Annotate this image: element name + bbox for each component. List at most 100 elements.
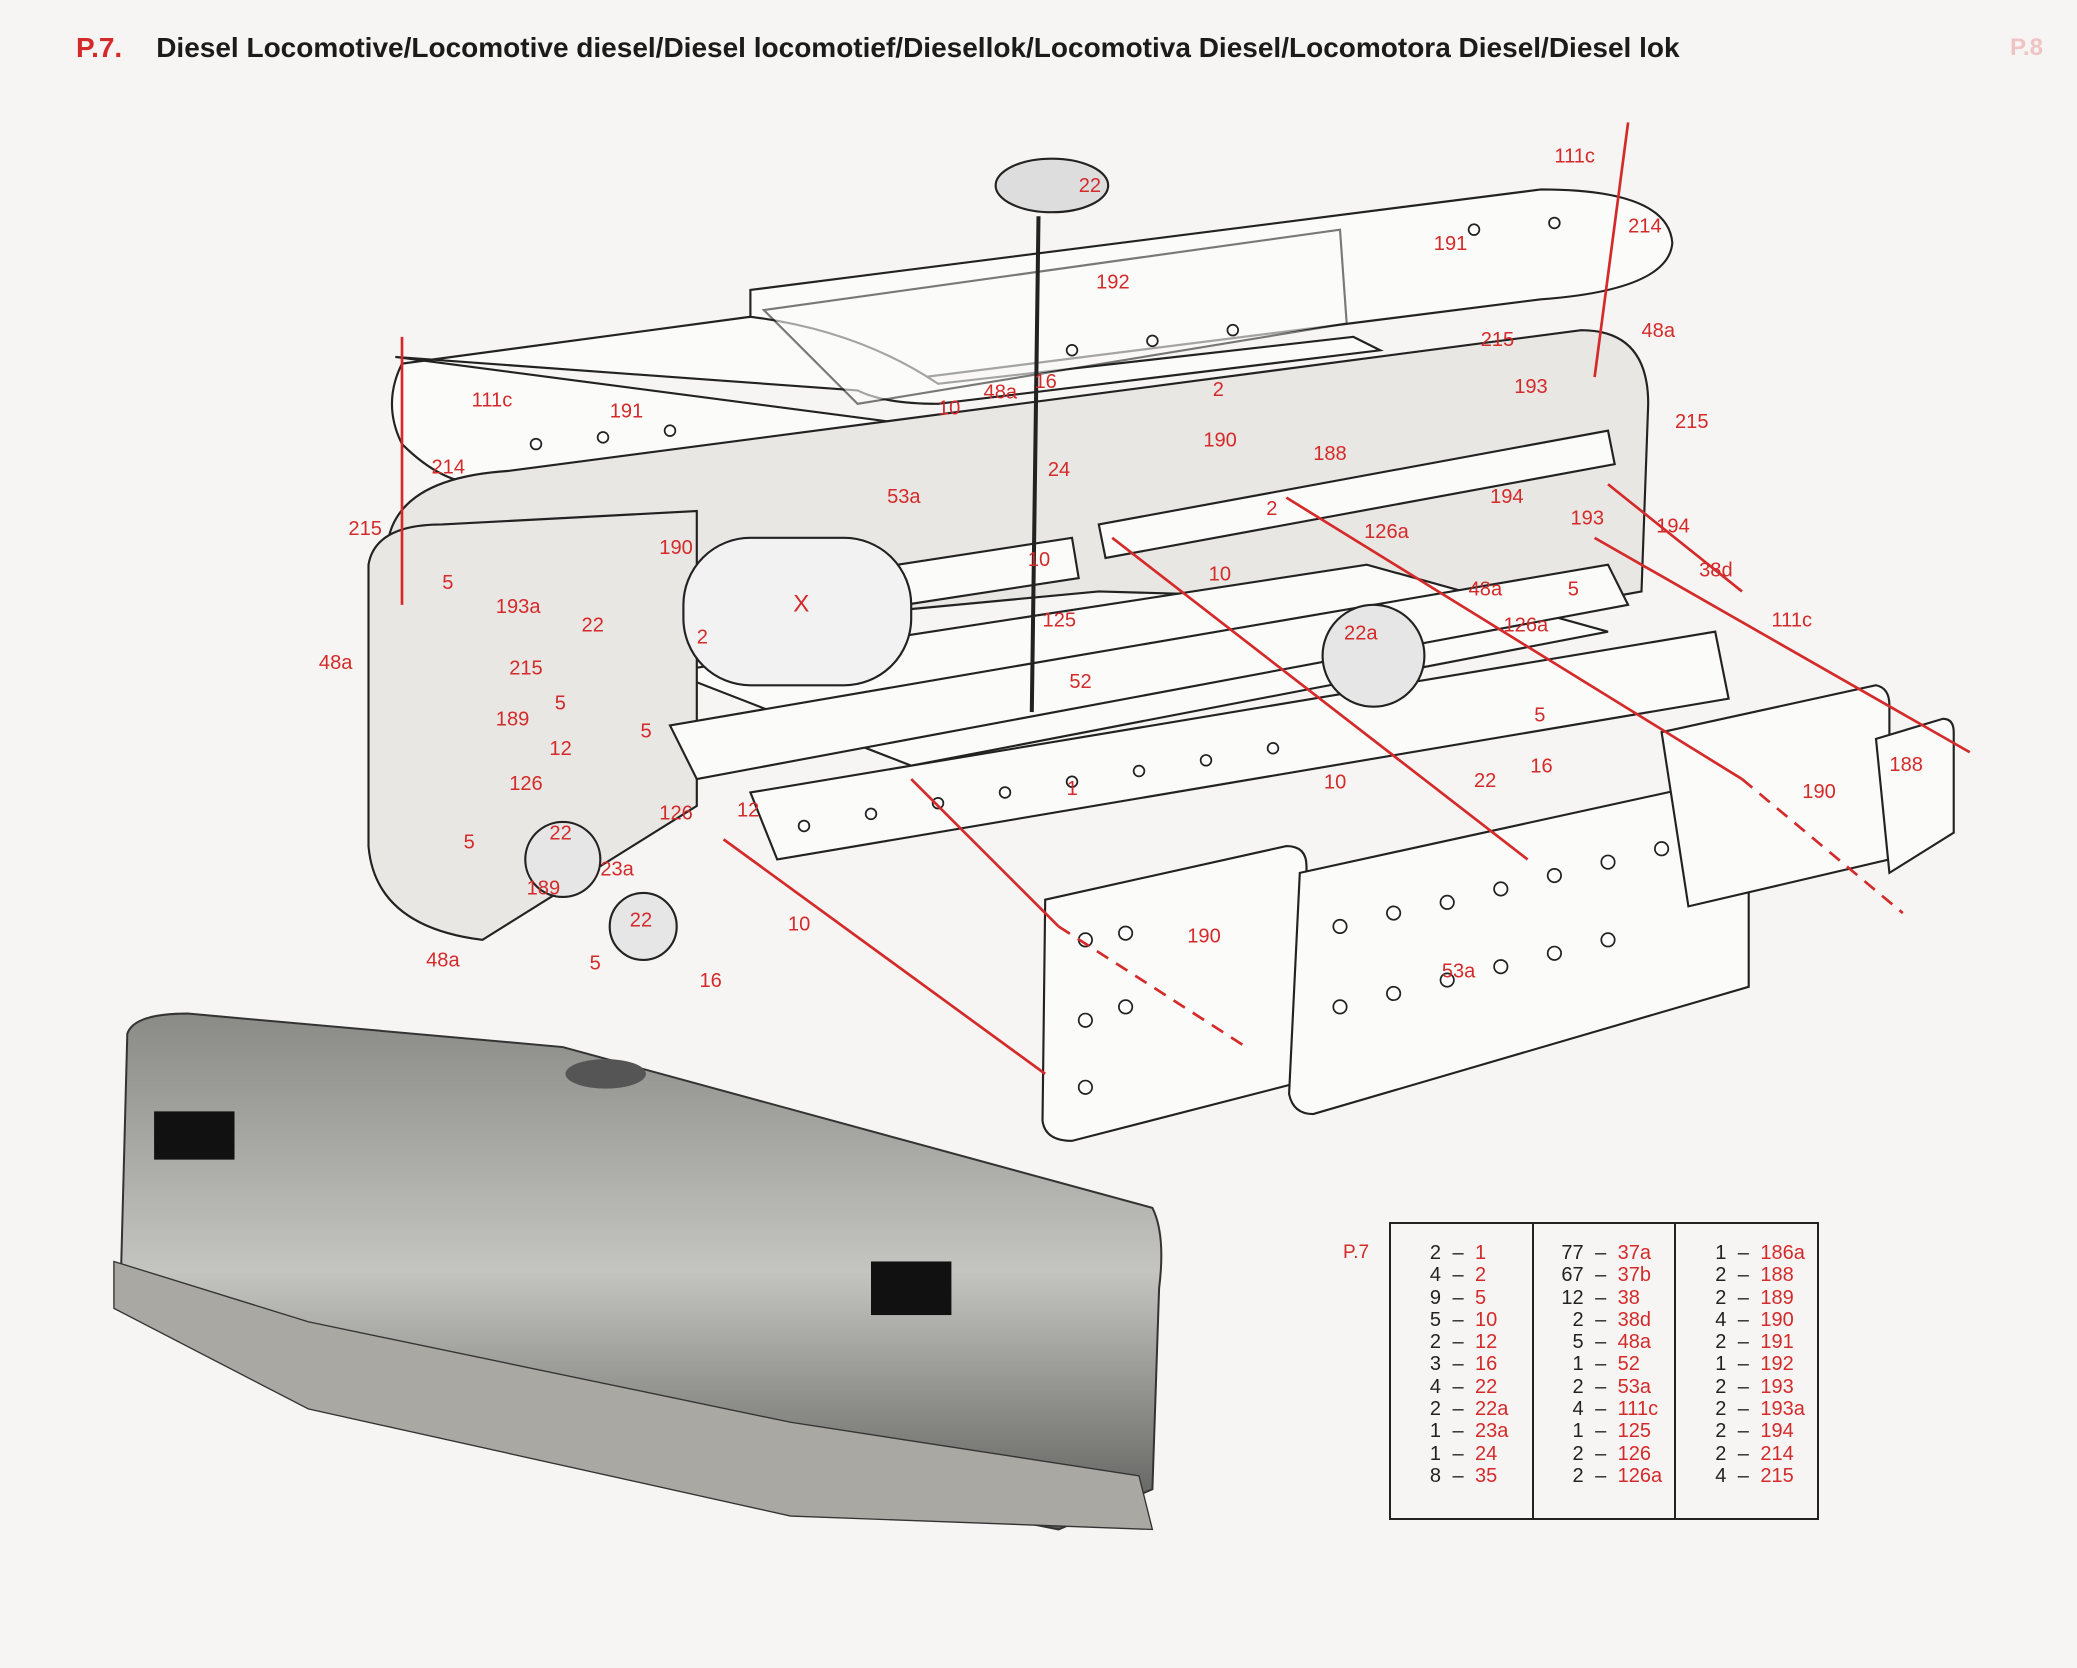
separator: – — [1737, 1420, 1749, 1443]
callout: 2 — [697, 627, 708, 649]
part-number: 24 — [1475, 1442, 1498, 1465]
part-number: 215 — [1760, 1464, 1794, 1487]
callout: 193a — [496, 596, 542, 618]
part-quantity: 5 — [1429, 1308, 1441, 1331]
separator: – — [1595, 1242, 1607, 1264]
part-number: 38 — [1617, 1286, 1640, 1309]
part-number: 35 — [1475, 1464, 1498, 1487]
part-quantity: 1 — [1572, 1420, 1584, 1443]
parts-row: 2–38d — [1534, 1309, 1675, 1331]
part-number: 16 — [1475, 1353, 1498, 1376]
parts-row: 2–22a — [1391, 1398, 1532, 1420]
callout: 16 — [699, 970, 721, 992]
callout: 12 — [549, 738, 571, 760]
separator: – — [1452, 1242, 1464, 1264]
parts-row: 8–35 — [1391, 1465, 1532, 1487]
part-quantity: 1 — [1429, 1420, 1441, 1443]
callout: 193 — [1570, 507, 1604, 529]
callout: 48a — [1642, 320, 1676, 342]
part-number: 1 — [1475, 1242, 1487, 1264]
separator: – — [1452, 1353, 1464, 1376]
callout: 5 — [1568, 578, 1579, 600]
parts-row: 1–23a — [1391, 1420, 1532, 1442]
parts-row: 2–126a — [1534, 1465, 1675, 1487]
callout: 48a — [319, 652, 353, 674]
separator: – — [1452, 1464, 1464, 1487]
part-number: 48a — [1617, 1331, 1652, 1354]
part-quantity: 2 — [1715, 1264, 1727, 1287]
callout: 111c — [1554, 146, 1595, 168]
part-quantity: 4 — [1429, 1264, 1441, 1287]
separator: – — [1737, 1375, 1749, 1398]
callout: 126a — [1364, 521, 1410, 543]
part-quantity: 2 — [1572, 1442, 1584, 1465]
separator: – — [1737, 1398, 1749, 1421]
callout: 38d — [1699, 560, 1733, 582]
separator: – — [1737, 1308, 1749, 1331]
callout: 215 — [1481, 329, 1515, 351]
callout: 194 — [1656, 516, 1690, 538]
parts-row: 1–186a — [1676, 1242, 1817, 1264]
callout: 214 — [1628, 215, 1662, 237]
body-side-front — [367, 509, 698, 941]
pulley-22 — [994, 157, 1110, 214]
flexible-plate-188 — [1874, 717, 1955, 875]
part-number: 22 — [1475, 1375, 1498, 1398]
pulley-22-lower — [608, 891, 678, 962]
title-text: Diesel Locomotive/Locomotive diesel/Dies… — [156, 32, 1680, 63]
callout: 22 — [1079, 175, 1101, 197]
callout: 22 — [549, 822, 571, 844]
part-quantity: 2 — [1429, 1331, 1441, 1354]
part-number: 23a — [1475, 1420, 1509, 1443]
callout: 5 — [590, 952, 601, 974]
separator: – — [1737, 1464, 1749, 1487]
part-quantity: 4 — [1572, 1398, 1584, 1421]
flanged-plate-192 — [761, 228, 1348, 406]
part-number: 10 — [1475, 1308, 1498, 1331]
flexible-plate-190-front — [1041, 844, 1308, 1142]
part-number: 191 — [1760, 1331, 1794, 1354]
part-number: 5 — [1475, 1286, 1487, 1309]
part-number: 214 — [1760, 1442, 1794, 1465]
part-number: 22a — [1475, 1398, 1509, 1421]
part-quantity: 4 — [1715, 1464, 1727, 1487]
rod-16 — [1029, 216, 1041, 713]
page-number: P.7. — [76, 32, 123, 63]
parts-row: 2–193 — [1676, 1376, 1817, 1398]
callout: 48a — [1469, 578, 1503, 600]
part-quantity: 67 — [1561, 1264, 1584, 1287]
callout: 1 — [1067, 778, 1078, 800]
callout: 10 — [938, 398, 960, 420]
separator: – — [1737, 1242, 1749, 1264]
callout: 2 — [1213, 379, 1224, 401]
separator: – — [1452, 1420, 1464, 1443]
callout: 192 — [1096, 272, 1130, 294]
separator: – — [1452, 1331, 1464, 1354]
parts-row: 5–10 — [1391, 1309, 1532, 1331]
callout: 48a — [426, 950, 460, 972]
part-number: 38d — [1617, 1308, 1652, 1331]
callout: 190 — [1203, 430, 1237, 452]
bleed-through-text: P.8 — [2010, 34, 2043, 61]
parts-row: 2–188 — [1676, 1264, 1817, 1286]
separator: – — [1737, 1442, 1749, 1465]
separator: – — [1452, 1375, 1464, 1398]
separator: – — [1452, 1398, 1464, 1421]
callout: 12 — [737, 800, 759, 822]
finished-model-photo — [113, 1012, 1163, 1531]
part-number: 190 — [1760, 1308, 1794, 1331]
electric-motor — [682, 536, 913, 687]
parts-row: 4–22 — [1391, 1376, 1532, 1398]
part-number: 186a — [1760, 1242, 1805, 1264]
separator: – — [1737, 1286, 1749, 1309]
part-number: 193a — [1760, 1398, 1805, 1421]
callout: 189 — [496, 708, 530, 730]
callout: 194 — [1490, 486, 1524, 508]
part-quantity: 1 — [1572, 1353, 1584, 1376]
part-number: 37a — [1617, 1242, 1652, 1264]
parts-row: 1–52 — [1534, 1353, 1675, 1375]
callout: 111c — [472, 390, 513, 412]
callout: 193 — [1514, 376, 1548, 398]
callout: 16 — [1530, 755, 1552, 777]
